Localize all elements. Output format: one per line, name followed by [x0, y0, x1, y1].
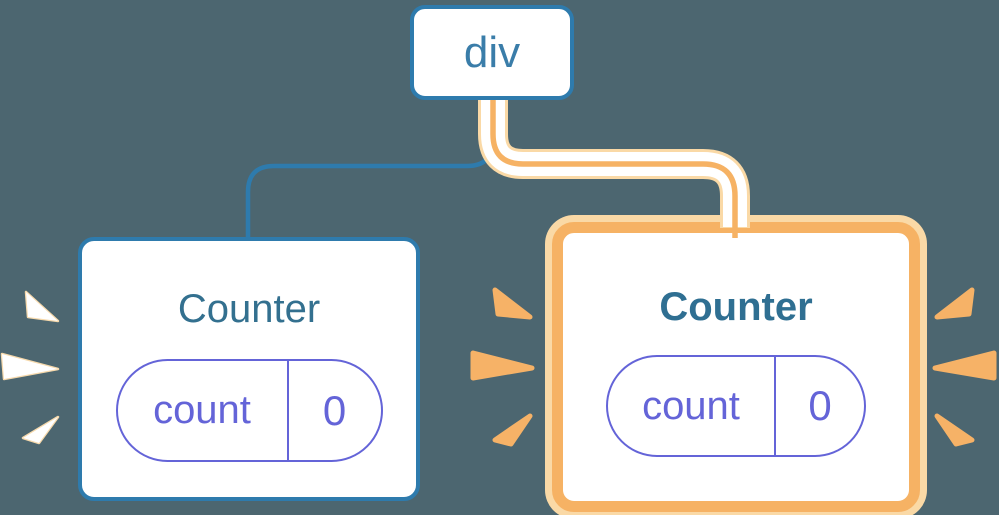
- spark-icon: [934, 287, 975, 320]
- connector-right-outline: [478, 95, 750, 228]
- spark-icon: [0, 352, 60, 381]
- spark-icon: [932, 350, 997, 381]
- spark-icon: [470, 350, 535, 381]
- state-pill: count 0: [115, 359, 383, 462]
- state-pill: count 0: [606, 355, 866, 457]
- state-key-label: count: [118, 361, 289, 460]
- state-value: 0: [322, 386, 347, 434]
- state-value: 0: [808, 382, 832, 429]
- spark-icon: [934, 413, 975, 447]
- counter-card-right: Counter count 0: [552, 222, 920, 512]
- spark-icon: [492, 287, 533, 320]
- orange-burst-icon: [932, 287, 997, 447]
- connector-right-body: [481, 95, 747, 227]
- orange-burst-icon: [470, 287, 535, 447]
- root-node: div: [410, 5, 574, 100]
- white-burst-icon: [0, 290, 60, 445]
- spark-icon: [24, 290, 60, 323]
- counter-title: Counter: [177, 287, 321, 331]
- state-key-label: count: [608, 357, 776, 455]
- spark-icon: [21, 415, 60, 445]
- root-node-label: div: [463, 27, 521, 77]
- counter-title: Counter: [659, 285, 813, 329]
- connector-left-line: [245, 95, 496, 240]
- spark-icon: [492, 413, 533, 447]
- counter-card-left: Counter count 0: [78, 237, 420, 501]
- connector-right-core: [490, 95, 738, 238]
